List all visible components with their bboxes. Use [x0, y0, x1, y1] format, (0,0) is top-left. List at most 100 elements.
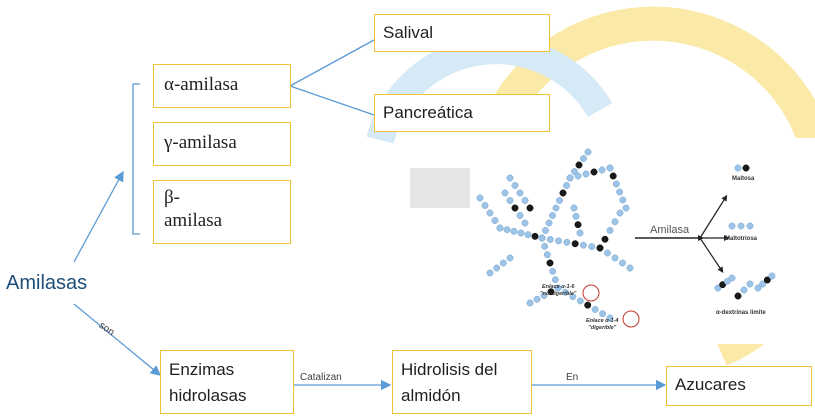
- glucose-unit: [616, 188, 624, 196]
- glucose-unit: [606, 314, 614, 322]
- bond-14-marker: [622, 310, 640, 328]
- glucose-unit: [590, 168, 598, 176]
- glucose-unit: [506, 197, 514, 204]
- glucose-unit: [561, 288, 569, 296]
- glucose-unit: [619, 196, 627, 204]
- glucose-unit: [566, 174, 574, 182]
- glucose-unit: [619, 259, 626, 267]
- glucose-unit: [569, 293, 577, 301]
- glucose-unit: [737, 222, 745, 230]
- bond-14-line1: Enlace α-1-4: [586, 318, 619, 324]
- glucose-unit: [588, 243, 596, 251]
- glucose-unit: [584, 148, 592, 156]
- glucose-unit: [740, 286, 748, 294]
- bond-16-label: Enlace α-1-6 "no digerible": [540, 284, 576, 298]
- arrowhead-dextrinas: [717, 266, 724, 273]
- glucose-unit: [584, 301, 592, 309]
- salival-label: Salival: [383, 23, 434, 42]
- root-label: Amilasas: [6, 272, 88, 294]
- azucares-box: Azucares: [666, 366, 812, 406]
- arrow-amilasas-to-enzimas: [73, 303, 162, 376]
- glucose-unit: [533, 295, 541, 303]
- amylase-figure-svg: [476, 148, 776, 328]
- glucose-unit: [506, 174, 514, 182]
- arrowhead-reaction: [698, 235, 704, 241]
- glucose-unit: [538, 234, 546, 242]
- figure-arrow-label: Amilasa: [650, 224, 690, 236]
- alpha-amilasa-box: α-amilasa: [153, 64, 291, 108]
- pancreatica-box: Pancreática: [374, 94, 550, 132]
- glucose-unit: [576, 297, 584, 305]
- glucose-unit: [549, 267, 557, 275]
- glucose-unit: [481, 202, 489, 209]
- beta-amilasa-label-line1: β-: [164, 187, 180, 208]
- glucose-unit: [521, 197, 529, 204]
- glucose-unit: [719, 281, 727, 289]
- salival-box: Salival: [374, 14, 550, 52]
- glucose-unit: [579, 241, 587, 249]
- glucose-unit: [746, 222, 754, 230]
- glucose-unit: [517, 229, 525, 237]
- gamma-amilasa-label: γ-amilasa: [164, 132, 237, 153]
- hidrolisis-line2: almidón: [401, 386, 461, 405]
- glucose-unit: [546, 259, 554, 267]
- glucose-unit: [599, 310, 607, 318]
- glucose-unit: [503, 226, 511, 234]
- glucose-unit: [549, 212, 556, 219]
- enzimas-box: Enzimas hidrolasas: [160, 350, 294, 414]
- glucose-unit: [506, 254, 514, 262]
- glucose-unit: [540, 292, 548, 299]
- glucose-unit: [606, 164, 614, 172]
- bond-16-line2: "no digerible": [540, 291, 577, 297]
- enzimas-line2: hidrolasas: [169, 386, 247, 405]
- beta-amilasa-label-line2: amilasa: [164, 210, 223, 231]
- bond-16-line1: Enlace α-1-6: [541, 284, 575, 290]
- product-maltotriosa: Maltotriosa: [725, 236, 758, 242]
- product-arrow-dextrinas: [699, 237, 721, 269]
- glucose-unit: [612, 180, 620, 188]
- glucose-unit: [521, 219, 529, 227]
- glucose-unit: [763, 276, 771, 284]
- bond-16-marker: [582, 284, 600, 302]
- line-alpha-salival: [289, 39, 375, 87]
- line-alpha-pancreatica: [289, 85, 375, 116]
- glucose-unit: [574, 172, 582, 180]
- beta-amilasa-box: β- amilasa: [153, 180, 291, 244]
- glucose-unit: [626, 264, 634, 272]
- arrowhead-maltotriosa: [724, 235, 730, 241]
- glucose-unit: [491, 217, 499, 224]
- glucose-unit: [754, 284, 762, 292]
- glucose-unit: [616, 209, 624, 217]
- glucose-unit: [611, 218, 619, 226]
- glucose-unit: [576, 229, 584, 237]
- product-dextrinas: α-dextrinas limite: [716, 310, 766, 316]
- glucose-unit: [609, 172, 617, 180]
- glucose-unit: [574, 221, 582, 229]
- glucose-unit: [546, 235, 554, 243]
- glucose-unit: [543, 251, 551, 259]
- glucose-unit: [734, 292, 742, 300]
- glucose-unit: [571, 168, 578, 175]
- glucose-unit: [501, 189, 509, 197]
- glucose-unit: [510, 227, 518, 235]
- glucose-unit: [728, 222, 736, 230]
- glucose-unit: [551, 276, 559, 284]
- glucose-unit: [516, 189, 524, 197]
- glucose-unit: [526, 299, 534, 307]
- glucose-unit: [552, 204, 560, 212]
- glucose-unit: [580, 155, 587, 162]
- glucose-unit: [542, 227, 549, 234]
- arrowhead-maltosa: [721, 194, 728, 202]
- glucose-unit: [526, 204, 534, 212]
- pancreatica-label: Pancreática: [383, 103, 473, 122]
- glucose-unit: [493, 264, 501, 272]
- hidrolisis-line1: Hidrolisis del: [401, 360, 498, 379]
- glucose-unit: [571, 240, 579, 248]
- glucose-unit: [555, 237, 563, 245]
- glucose-unit: [575, 161, 583, 169]
- alpha-amilasa-label: α-amilasa: [164, 74, 239, 95]
- glucose-unit: [511, 204, 519, 212]
- glucose-unit: [604, 249, 611, 257]
- glucose-unit: [768, 272, 776, 280]
